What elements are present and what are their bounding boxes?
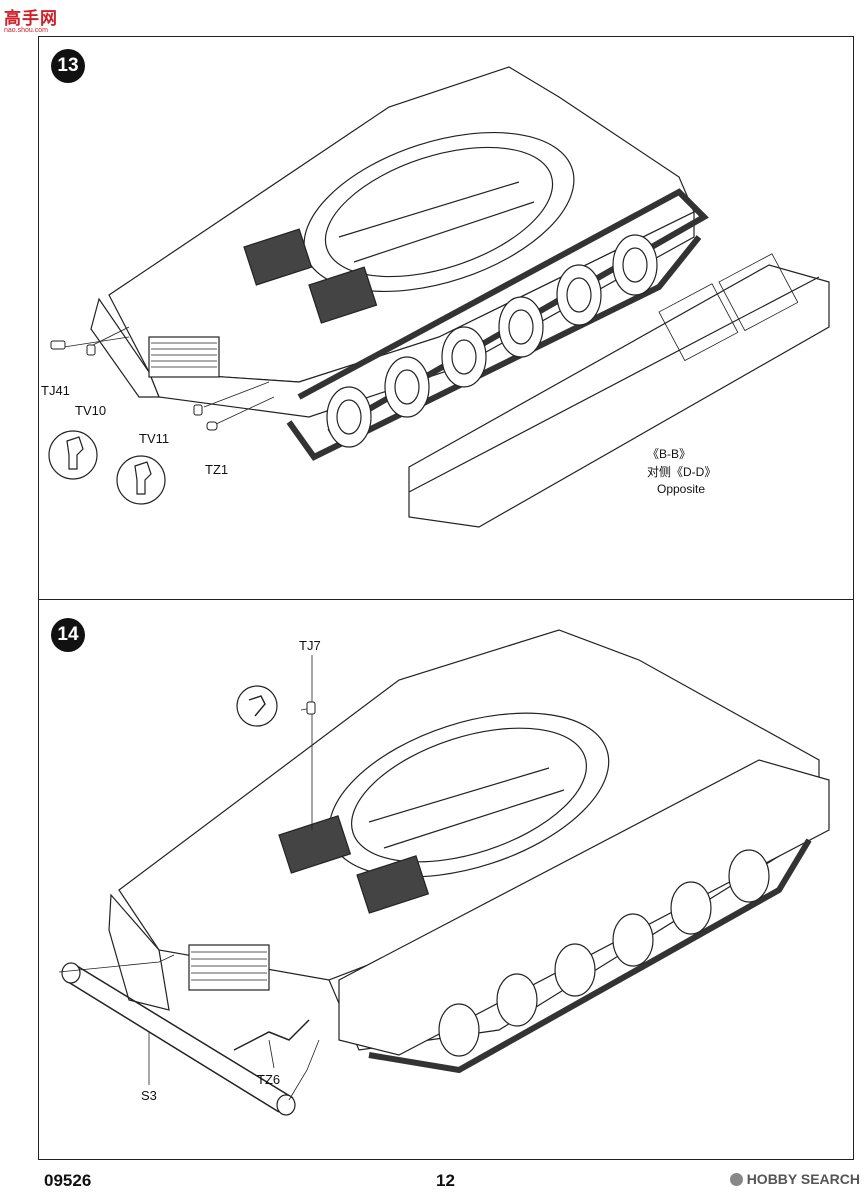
part-tv10-shape xyxy=(86,344,96,356)
page-number: 12 xyxy=(436,1171,455,1190)
side-skirt xyxy=(338,759,830,1056)
part-label-tv11: TV11 xyxy=(139,431,170,446)
part-tz1-shape xyxy=(206,421,218,431)
part-label-tj7: TJ7 xyxy=(299,638,321,653)
tj7-detail-callout xyxy=(236,685,278,727)
part-tv11-shape xyxy=(193,404,203,416)
note-line-2: 对侧《D-D》 xyxy=(647,465,717,479)
step-13-panel: 13 xyxy=(38,36,854,600)
tv11-detail-callout xyxy=(116,455,166,505)
road-wheels xyxy=(438,849,770,1057)
step-13-badge: 13 xyxy=(51,49,85,83)
engine-grille-left xyxy=(278,815,352,874)
site-logo-url: nao.shou.com xyxy=(4,27,48,34)
step-14-illustration xyxy=(58,629,830,1116)
step-13-illustration xyxy=(48,66,830,528)
rear-radiator xyxy=(148,336,220,378)
kit-number: 09526 xyxy=(44,1171,92,1190)
part-label-tj41: TJ41 xyxy=(41,383,70,398)
step-14-panel: 14 xyxy=(38,600,854,1160)
site-logo-text: 高手网 xyxy=(4,9,58,28)
tv10-detail-callout xyxy=(48,430,98,480)
watermark-text: HOBBY SEARCH xyxy=(746,1171,860,1187)
note-line-3: Opposite xyxy=(657,482,706,496)
track-lower xyxy=(368,838,812,1074)
watermark-icon xyxy=(729,1172,743,1186)
part-label-tv10: TV10 xyxy=(75,403,107,418)
track-lower xyxy=(286,235,702,461)
step-14-badge: 14 xyxy=(51,618,85,652)
rear-radiator xyxy=(188,944,270,991)
engine-grille-right xyxy=(308,266,378,324)
side-skirt xyxy=(408,264,830,528)
part-tj41-shape xyxy=(50,340,66,350)
part-label-tz1: TZ1 xyxy=(205,462,229,477)
note-line-1: 《B-B》 xyxy=(647,447,692,461)
road-wheels xyxy=(326,234,658,448)
part-label-s3: S3 xyxy=(141,1088,157,1103)
part-label-tz6: TZ6 xyxy=(257,1072,281,1087)
part-tj7-shape xyxy=(306,701,316,715)
engine-grille-left xyxy=(243,228,313,286)
rear-plate xyxy=(90,297,160,398)
rear-plate xyxy=(108,893,170,1011)
skirt-panels xyxy=(658,253,799,362)
engine-grille-right xyxy=(356,855,430,914)
part-tz6-shape xyxy=(233,1019,310,1051)
watermark: HOBBY SEARCH xyxy=(729,1171,860,1187)
site-logo: 高手网 nao.shou.com xyxy=(4,4,84,38)
part-s3-log xyxy=(64,965,294,1113)
